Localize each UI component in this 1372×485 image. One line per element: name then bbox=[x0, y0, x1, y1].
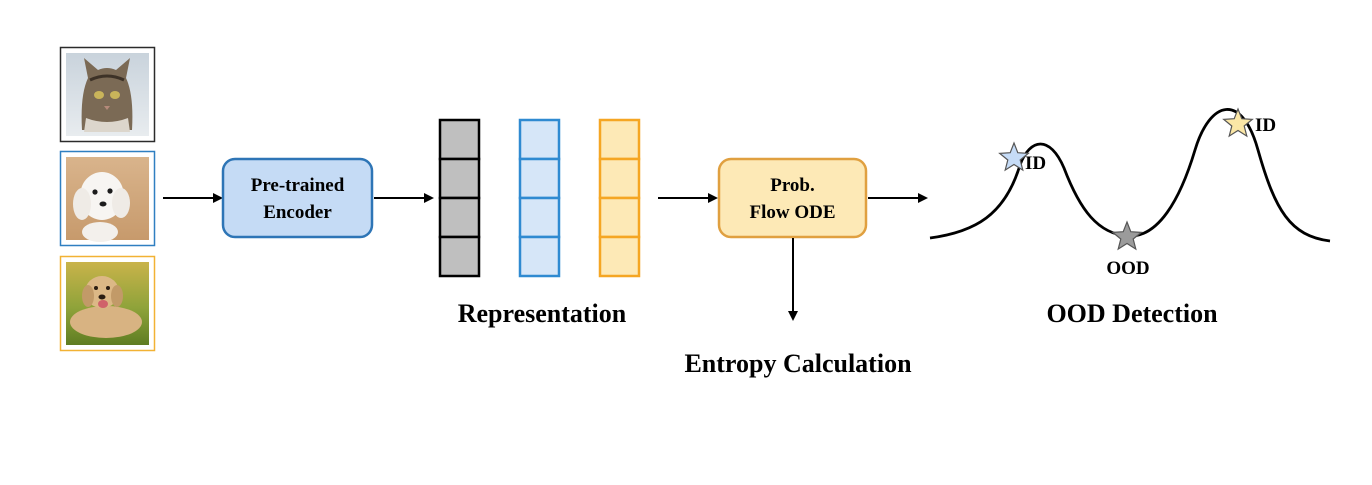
vector-cell bbox=[438, 196, 481, 239]
entropy-label: Entropy Calculation bbox=[684, 349, 912, 378]
star-icon bbox=[1111, 220, 1143, 251]
vector-cell bbox=[598, 196, 641, 239]
marker-label-id-right: ID bbox=[1255, 115, 1276, 136]
ode-box: Prob. Flow ODE bbox=[717, 157, 868, 239]
representation-vector bbox=[598, 118, 641, 278]
vector-cell bbox=[598, 235, 641, 278]
vector-cell bbox=[598, 118, 641, 161]
ode-shape bbox=[717, 157, 868, 239]
representation-vector bbox=[438, 118, 481, 278]
marker-label-id-left: ID bbox=[1025, 153, 1046, 174]
vector-cell bbox=[438, 118, 481, 161]
star-icon bbox=[1222, 107, 1254, 138]
marker-label-ood: OOD bbox=[1106, 258, 1149, 279]
star-icon bbox=[998, 141, 1030, 172]
vector-cell bbox=[518, 196, 561, 239]
vector-cell bbox=[518, 235, 561, 278]
representation-vector bbox=[518, 118, 561, 278]
encoder-shape bbox=[221, 157, 374, 239]
input-image-cat bbox=[59, 46, 156, 143]
ood-marker-id-left: ID bbox=[998, 141, 1046, 174]
vector-cell bbox=[518, 118, 561, 161]
input-image-labrador bbox=[59, 255, 156, 352]
vector-cell bbox=[438, 157, 481, 200]
vector-cell bbox=[598, 157, 641, 200]
ood-marker-ood: OOD bbox=[1106, 220, 1150, 279]
ood-detection-title: OOD Detection bbox=[1046, 299, 1218, 328]
input-image-white-dog bbox=[59, 150, 156, 247]
ode-label-line1: Prob. bbox=[770, 175, 815, 196]
vector-cell bbox=[438, 235, 481, 278]
encoder-label-line1: Pre-trained bbox=[251, 175, 345, 196]
encoder-box: Pre-trained Encoder bbox=[221, 157, 374, 239]
representation-label: Representation bbox=[458, 299, 627, 328]
representation-vectors bbox=[438, 118, 641, 278]
encoder-label-line2: Encoder bbox=[263, 202, 332, 223]
ood-marker-id-right: ID bbox=[1222, 107, 1276, 138]
ode-label-line2: Flow ODE bbox=[749, 202, 835, 223]
vector-cell bbox=[518, 157, 561, 200]
